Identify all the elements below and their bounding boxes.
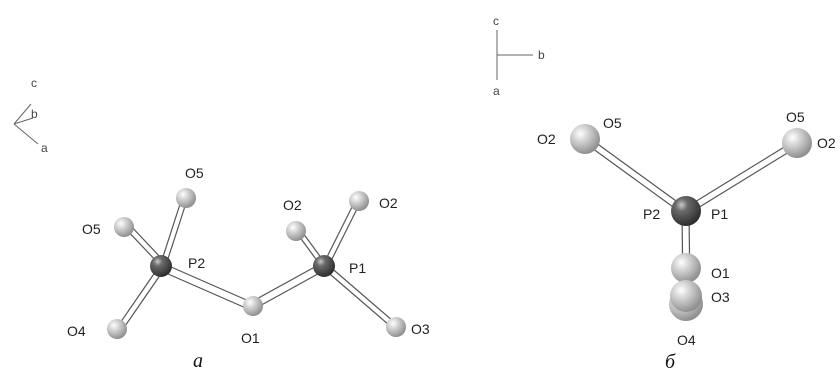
axis-label-a: a [41, 141, 48, 155]
panel-label-b: б [665, 351, 676, 371]
atom-o5-o2-right-b [782, 128, 812, 158]
axis-label-b-b: b [538, 48, 545, 62]
label-p1-b: P1 [711, 206, 728, 222]
label-o4-a: O4 [67, 323, 86, 339]
label-p1-a: P1 [349, 260, 366, 276]
label-o4-b: O4 [677, 332, 696, 348]
panel-b: c b a O2 O5 O5 O2 P2 P1 O1 O3 O4 [493, 14, 836, 371]
atom-p1-a [313, 255, 335, 277]
atom-o2-left-a [286, 221, 306, 241]
label-o5-right-b: O5 [786, 109, 805, 125]
axes-triad-a [13, 103, 39, 145]
axes-triad-b [496, 30, 533, 80]
label-p2-b: P2 [643, 206, 660, 222]
atom-p2-a [150, 255, 172, 277]
axis-label-b: b [31, 107, 38, 121]
atom-o2-o5-left-b [570, 124, 600, 154]
atom-o1-b [671, 253, 701, 283]
label-o2-left-b: O2 [537, 131, 556, 147]
label-o5-left-a: O5 [82, 221, 101, 237]
bonds-b [584, 136, 798, 299]
label-o1-a: O1 [241, 330, 260, 346]
atom-o1-a [243, 296, 263, 316]
atom-o5-top-a [176, 188, 196, 208]
label-o2-right-b: O2 [817, 135, 836, 151]
atom-p-b [671, 196, 701, 226]
label-o2-left-a: O2 [283, 197, 302, 213]
label-p2-a: P2 [188, 255, 205, 271]
atom-o5-left-a [114, 217, 134, 237]
panel-label-a: a [193, 350, 203, 371]
label-o5-left-b: O5 [603, 115, 622, 131]
label-o2-right-a: O2 [379, 195, 398, 211]
axis-label-a-b: a [493, 84, 500, 98]
axis-label-c-b: c [493, 14, 499, 28]
label-o3-b: O3 [711, 289, 730, 305]
axis-label-c: c [31, 76, 37, 90]
label-o1-b: O1 [711, 265, 730, 281]
label-o5-top-a: O5 [185, 165, 204, 181]
label-o3-a: O3 [411, 321, 430, 337]
atom-o3-b [670, 280, 702, 312]
panel-a: c b a [13, 76, 430, 371]
atom-o3-a [386, 317, 406, 337]
atom-o2-right-a [349, 191, 369, 211]
atom-o4-a [107, 319, 127, 339]
